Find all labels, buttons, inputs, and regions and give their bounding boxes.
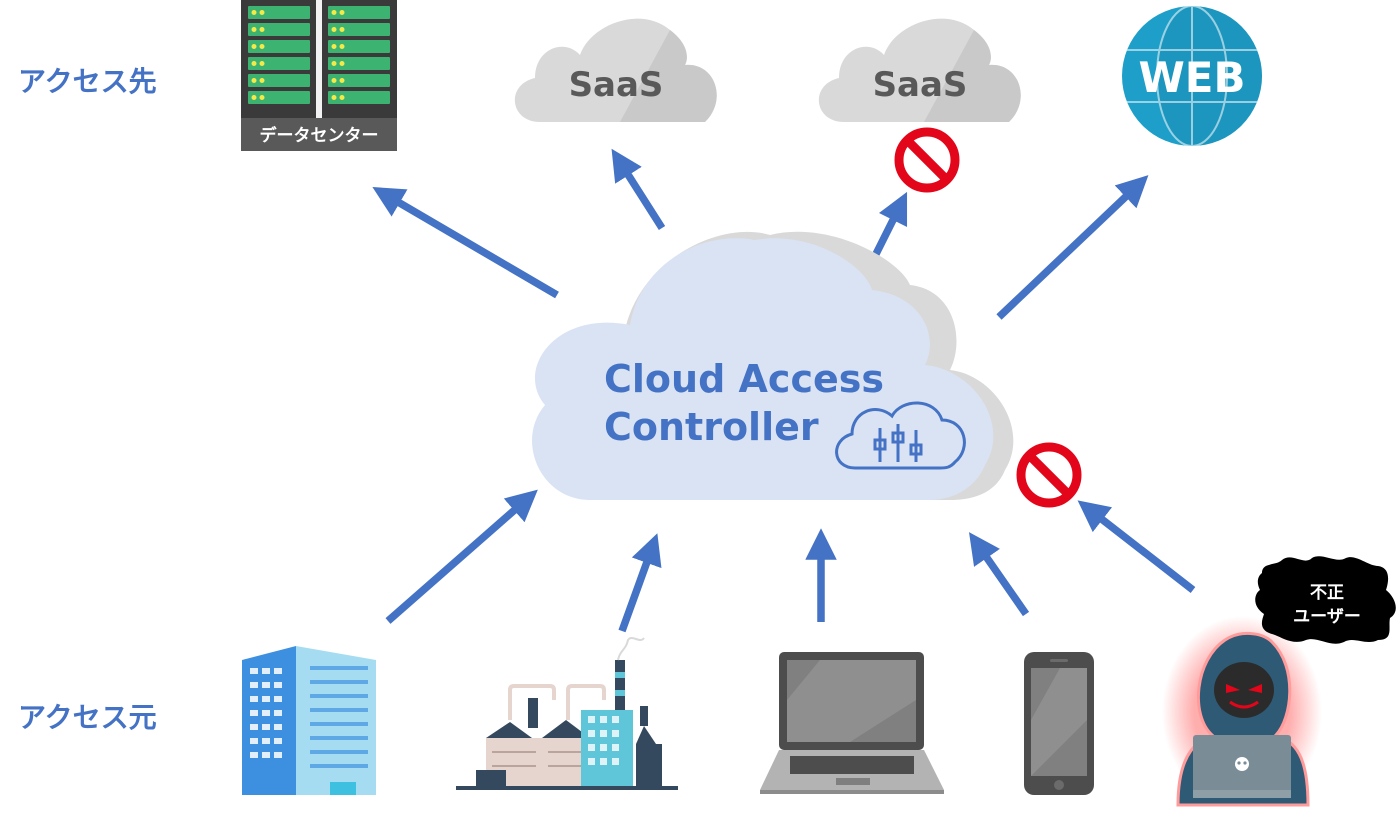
destinations-label: アクセス先 xyxy=(18,65,157,98)
factory-icon xyxy=(456,637,678,790)
saas-label-2: SaaS xyxy=(873,65,968,105)
bad-user-badge: 不正 ユーザー xyxy=(1255,556,1396,644)
office-building-icon xyxy=(242,646,376,795)
web-destination: WEB xyxy=(1122,5,1262,147)
center-title-line2: Controller xyxy=(604,405,819,449)
bad-user-badge-line1: 不正 xyxy=(1310,583,1344,603)
sources-label: アクセス元 xyxy=(18,701,157,734)
incoming-arrows xyxy=(385,489,1196,633)
cloud-access-controller: Cloud Access Controller xyxy=(532,231,1014,501)
saas-destination-1: SaaS xyxy=(514,18,717,122)
blocked-sign-saas xyxy=(894,127,960,193)
data-center: データセンター xyxy=(241,0,397,151)
smartphone-icon xyxy=(1024,652,1094,795)
saas-destination-2: SaaS xyxy=(818,18,1021,122)
arrow-from-factory xyxy=(618,533,662,633)
arrow-from-office xyxy=(385,489,538,624)
center-cloud xyxy=(532,238,994,500)
blocked-sign-user xyxy=(1016,442,1082,508)
arrow-from-bad-user xyxy=(1077,500,1196,593)
bad-user: 不正 ユーザー xyxy=(1162,556,1396,808)
outgoing-arrows xyxy=(372,148,1149,320)
cloud-sliders-icon xyxy=(835,401,966,470)
web-label: WEB xyxy=(1138,53,1245,102)
hacker-icon xyxy=(1162,616,1322,808)
arrow-to-saas-1 xyxy=(611,148,666,231)
arrow-from-smartphone xyxy=(969,532,1030,617)
arrow-to-web xyxy=(996,175,1149,320)
arrow-to-saas-2 xyxy=(870,191,908,260)
center-title-line1: Cloud Access xyxy=(604,357,884,401)
arrow-to-datacenter xyxy=(372,187,559,299)
server-rack-icon xyxy=(241,0,397,151)
bad-user-badge-line2: ユーザー xyxy=(1293,607,1361,627)
laptop-icon xyxy=(760,652,944,794)
saas-label-1: SaaS xyxy=(569,65,664,105)
globe-icon xyxy=(1122,5,1262,147)
cloud-icon xyxy=(818,18,1021,122)
data-center-label: データセンター xyxy=(260,125,379,146)
cloud-icon xyxy=(514,18,717,122)
